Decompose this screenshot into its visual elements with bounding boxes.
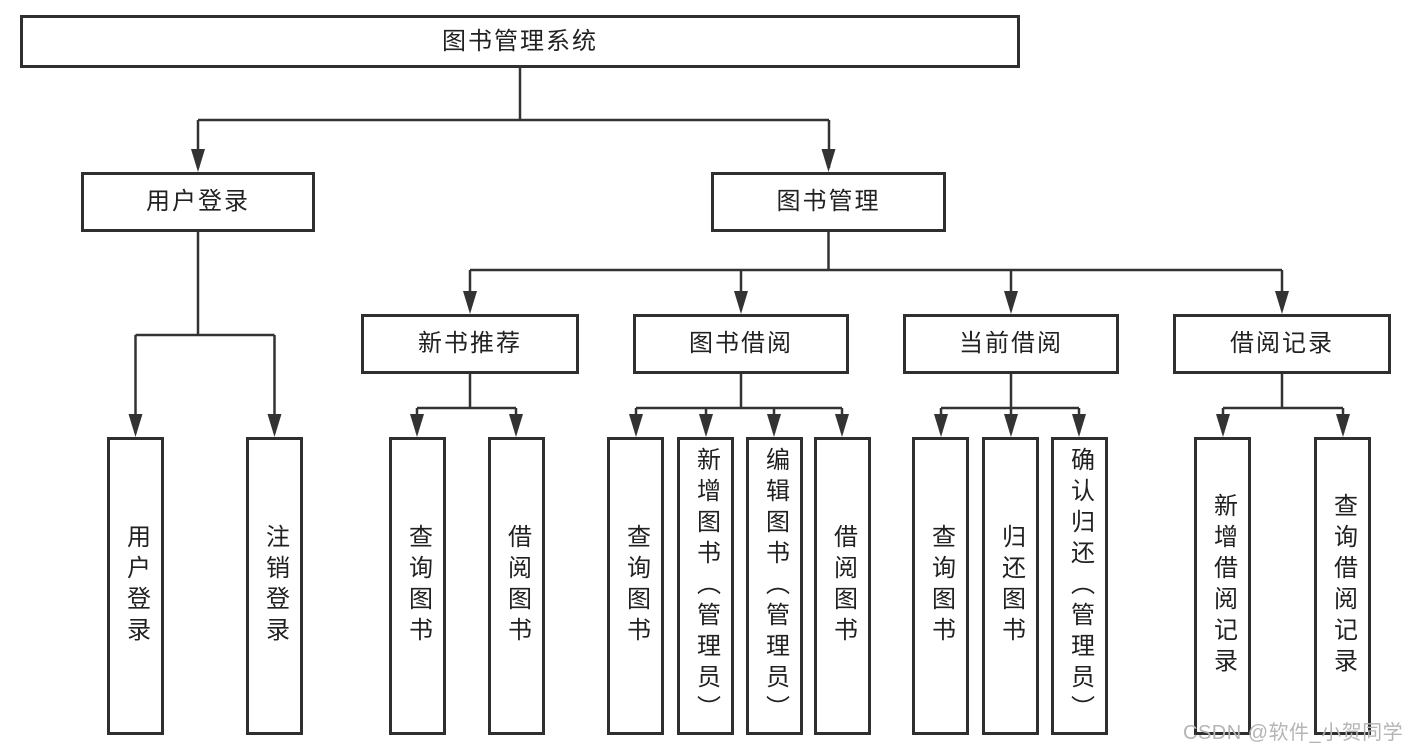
- node-book-management: 图书管理: [711, 172, 946, 232]
- leaf-add-book-admin: 新增图书（管理员）: [677, 437, 734, 735]
- node-user-login: 用户登录: [81, 172, 315, 232]
- leaf-borrow-books-recommend: 借阅图书: [488, 437, 545, 735]
- leaf-borrow-books-borrow: 借阅图书: [814, 437, 871, 735]
- edge-group-borrow-records: [1216, 374, 1350, 437]
- node-library-management-system: 图书管理系统: [20, 15, 1020, 68]
- csdn-watermark: CSDN @软件_小贺同学: [1183, 722, 1404, 744]
- leaf-query-books-current: 查询图书: [912, 437, 969, 735]
- leaf-query-books-borrow: 查询图书: [607, 437, 664, 735]
- edge-group-user-login: [128, 232, 282, 437]
- node-current-borrow: 当前借阅: [903, 314, 1119, 374]
- edge-group-book-borrow: [629, 374, 849, 437]
- edge-group-current-borrow: [934, 374, 1086, 437]
- leaf-edit-book-admin: 编辑图书（管理员）: [746, 437, 803, 735]
- leaf-confirm-return-admin: 确认归还（管理员）: [1051, 437, 1108, 735]
- edge-group-new-book-recommend: [410, 374, 523, 437]
- leaf-query-books-recommend: 查询图书: [389, 437, 446, 735]
- edge-group-book-management: [463, 232, 1289, 314]
- leaf-query-borrow-record: 查询借阅记录: [1314, 437, 1371, 735]
- leaf-user-login: 用户登录: [107, 437, 164, 735]
- node-book-borrow: 图书借阅: [633, 314, 849, 374]
- leaf-logout: 注销登录: [246, 437, 303, 735]
- edge-group-root: [191, 68, 836, 172]
- leaf-add-borrow-record: 新增借阅记录: [1194, 437, 1251, 735]
- node-borrow-records: 借阅记录: [1173, 314, 1391, 374]
- node-new-book-recommend: 新书推荐: [361, 314, 579, 374]
- leaf-return-book: 归还图书: [982, 437, 1039, 735]
